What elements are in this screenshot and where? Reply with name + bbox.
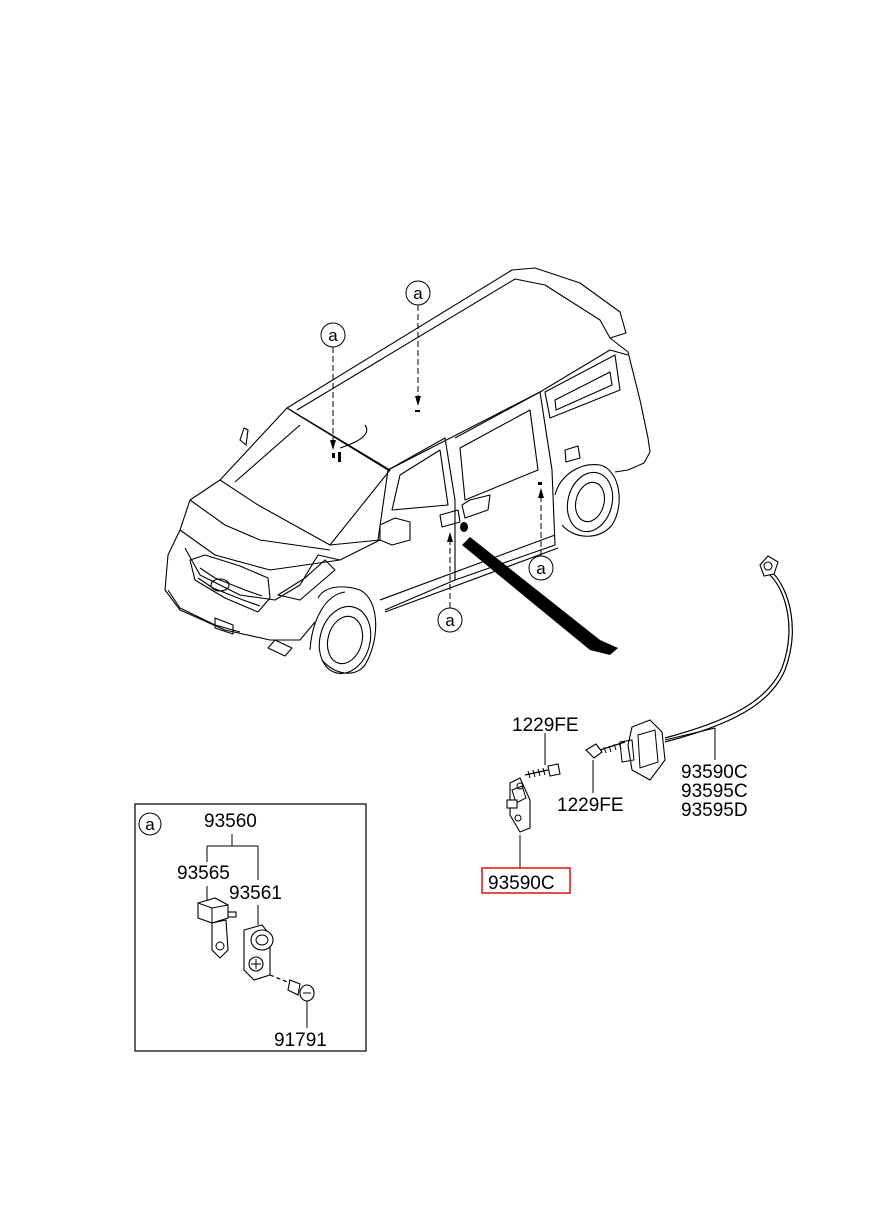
callout-letter: a — [328, 326, 338, 345]
label-1229fe-top: 1229FE — [512, 715, 579, 736]
label-93560: 93560 — [204, 811, 257, 832]
highlight-box — [481, 867, 571, 894]
cover-part-icon — [243, 924, 274, 981]
switch-part-icon — [197, 897, 237, 959]
label-1229fe-right: 1229FE — [557, 795, 624, 816]
callout-a-rear-door: a — [528, 488, 554, 581]
label-93595c: 93595C — [681, 781, 748, 802]
label-93590c-highlight: 93590C — [488, 873, 555, 894]
label-93561: 93561 — [229, 883, 282, 904]
wiring-harness — [506, 555, 793, 833]
inset-letter: a — [145, 815, 155, 834]
callout-a-front-door: a — [437, 532, 463, 633]
label-93590c: 93590C — [681, 762, 748, 783]
label-93565: 93565 — [177, 863, 230, 884]
inset-detail-a: a 93560 93565 93561 — [134, 803, 367, 1052]
callout-a-roof-left: a — [320, 322, 346, 450]
screw-part-icon — [269, 974, 315, 1028]
van-illustration — [164, 267, 651, 675]
inset-frame — [134, 803, 367, 1052]
label-91791: 91791 — [274, 1030, 327, 1051]
callout-letter: a — [445, 611, 455, 630]
callout-letter: a — [413, 284, 423, 303]
callout-a-roof-center: a — [405, 280, 431, 406]
highlighted-part-label[interactable]: 93590C — [481, 867, 571, 894]
label-93595d: 93595D — [681, 800, 748, 821]
callout-letter: a — [536, 559, 546, 578]
